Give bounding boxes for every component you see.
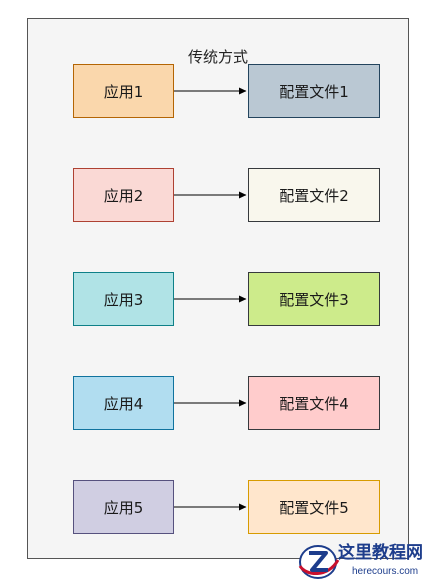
config-node-1-label: 配置文件1 (279, 82, 349, 101)
config-node-2: 配置文件2 (248, 168, 380, 222)
config-node-3: 配置文件3 (248, 272, 380, 326)
app-node-4: 应用4 (73, 376, 174, 430)
app-node-4-label: 应用4 (103, 394, 144, 413)
config-node-4-label: 配置文件4 (279, 394, 349, 413)
config-node-3-label: 配置文件3 (279, 290, 349, 309)
app-node-5: 应用5 (73, 480, 174, 534)
app-node-3: 应用3 (73, 272, 174, 326)
app-node-1-label: 应用1 (103, 82, 144, 101)
config-node-2-label: 配置文件2 (279, 186, 349, 205)
app-node-5-label: 应用5 (103, 498, 144, 517)
z-globe-logo-icon (298, 545, 340, 579)
config-node-4: 配置文件4 (248, 376, 380, 430)
config-node-1: 配置文件1 (248, 64, 380, 118)
app-node-1: 应用1 (73, 64, 174, 118)
container-title: 传统方式 (187, 48, 248, 66)
config-node-5: 配置文件5 (248, 480, 380, 534)
site-watermark: 这里教程网 herecours.com (296, 540, 439, 584)
watermark-url: herecours.com (352, 566, 419, 577)
watermark-title: 这里教程网 (338, 543, 423, 563)
app-node-2-label: 应用2 (103, 186, 144, 205)
app-node-2: 应用2 (73, 168, 174, 222)
app-node-3-label: 应用3 (103, 290, 144, 309)
config-node-5-label: 配置文件5 (279, 498, 349, 517)
